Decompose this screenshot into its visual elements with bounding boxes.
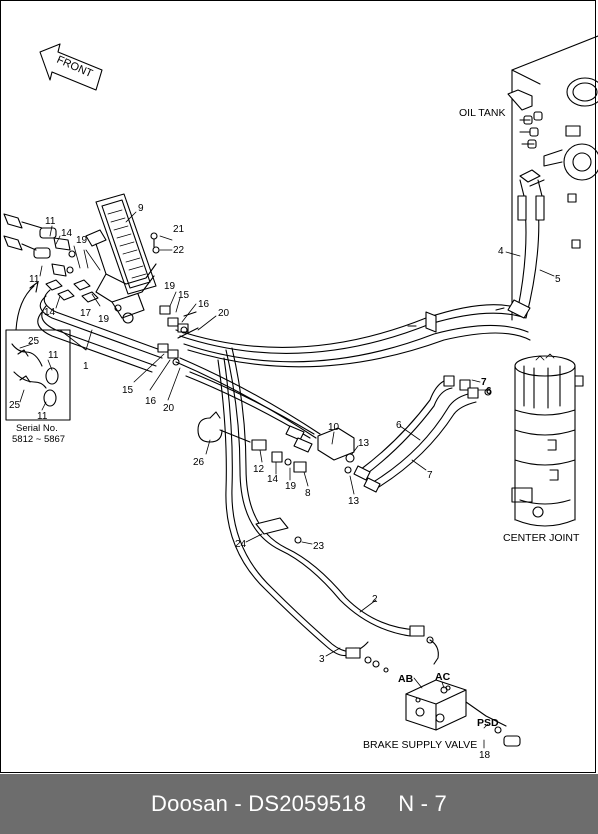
- callout-18: 18: [479, 750, 491, 761]
- callout-15-top: 15: [178, 290, 190, 301]
- oil-tank-drawing: [507, 35, 598, 321]
- callout-25-bottom: 25: [9, 400, 21, 411]
- callout-11-serial-top: 11: [48, 350, 59, 361]
- callout-13-bottom: 13: [348, 496, 360, 507]
- callout-2: 2: [372, 594, 378, 605]
- callout-13-top: 13: [358, 438, 370, 449]
- callout-9: 9: [138, 203, 144, 214]
- callout-26: 26: [193, 457, 205, 468]
- callout-14-left: 14: [44, 307, 56, 318]
- center-joint-label: CENTER JOINT: [503, 532, 580, 544]
- front-arrow-icon: [39, 43, 103, 91]
- oil-tank-label: OIL TANK: [459, 107, 506, 119]
- brake-supply-valve-label: BRAKE SUPPLY VALVE: [363, 739, 477, 751]
- hoses-to-oil-tank: [175, 179, 545, 368]
- serial-range-label: 5812 ~ 5867: [12, 434, 65, 445]
- ac-port-label: AC: [435, 671, 451, 683]
- callout-10: 10: [328, 422, 340, 433]
- hydraulic-brake-pedal-diagram: FRONT OIL TANK CENTER JOINT BRAKE SUPPLY…: [3, 35, 598, 761]
- callout-19-left: 19: [98, 314, 110, 325]
- hoses-to-center-joint: [353, 375, 492, 493]
- hoses-to-brake-valve: [217, 347, 439, 673]
- callout-20-top: 20: [218, 308, 230, 319]
- callout-3: 3: [319, 654, 325, 665]
- callout-14-top: 14: [61, 228, 73, 239]
- callout-22: 22: [173, 245, 185, 256]
- callout-25-top: 25: [28, 336, 40, 347]
- callout-20-bottom: 20: [163, 403, 175, 414]
- callout-24: 24: [235, 539, 247, 550]
- callout-19-mid: 19: [164, 281, 176, 292]
- callout-6-upper: 6: [486, 386, 492, 397]
- ab-port-label: AB: [398, 673, 414, 685]
- valve-10-drawing: [175, 357, 355, 474]
- callout-23: 23: [313, 541, 325, 552]
- callout-5: 5: [555, 274, 561, 285]
- center-joint-drawing: [511, 353, 584, 527]
- footer-bar: Doosan - DS2059518 N - 7: [0, 774, 598, 834]
- hose-bundle-left: [37, 279, 167, 373]
- callout-12: 12: [253, 464, 265, 475]
- callout-6: 6: [396, 420, 402, 431]
- callout-15-bottom: 15: [122, 385, 134, 396]
- callout-16-top: 16: [198, 299, 210, 310]
- serial-title-label: Serial No.: [16, 423, 58, 434]
- callout-11-serial-bottom: 11: [37, 411, 48, 422]
- callout-14-mid: 14: [267, 474, 279, 485]
- brake-supply-valve-drawing: [405, 679, 521, 747]
- callout-21: 21: [173, 224, 185, 235]
- page-number-label: N - 7: [398, 791, 447, 816]
- fittings-cluster: [157, 305, 199, 366]
- callout-leader-lines: [19, 211, 555, 749]
- callout-19-top: 19: [76, 235, 88, 246]
- callout-11-left: 11: [29, 274, 40, 285]
- callout-7-lower: 7: [427, 470, 433, 481]
- switch-connectors-drawing: [3, 213, 160, 303]
- callout-16-bottom: 16: [145, 396, 157, 407]
- serial-detail-box: [5, 281, 71, 421]
- callout-8: 8: [305, 488, 311, 499]
- callout-11-top: 11: [45, 216, 56, 227]
- callout-19-bottom: 19: [285, 481, 297, 492]
- psd-port-label: PSD: [477, 717, 499, 729]
- callout-1: 1: [83, 361, 89, 372]
- part-number-label: Doosan - DS2059518: [151, 791, 367, 816]
- callout-7-upper: 7: [481, 377, 487, 388]
- diagram-frame: [0, 0, 596, 773]
- brake-pedal-drawing: [85, 193, 157, 324]
- callout-17: 17: [80, 308, 92, 319]
- callout-4: 4: [498, 246, 504, 257]
